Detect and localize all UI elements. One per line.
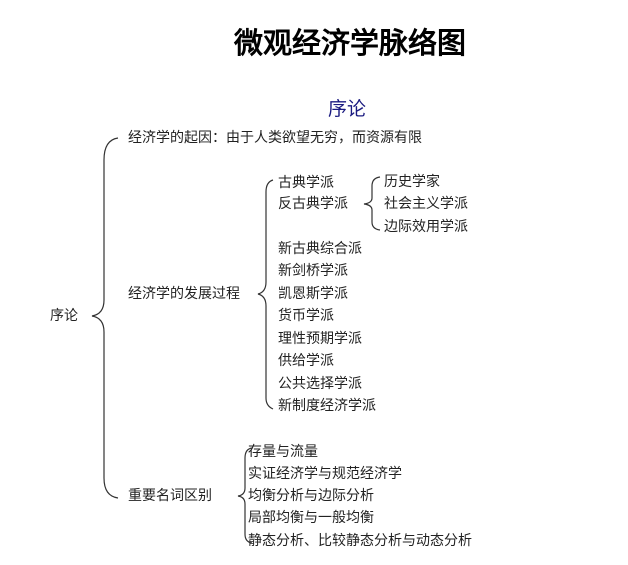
term-item: 实证经济学与规范经济学: [248, 466, 402, 482]
term-item: 静态分析、比较静态分析与动态分析: [248, 533, 472, 549]
anti-classical-brace: [363, 176, 381, 231]
page-title: 微观经济学脉络图: [233, 26, 466, 60]
school-item: 凯恩斯学派: [278, 286, 348, 302]
development-brace: [257, 179, 274, 410]
school-item: 理性预期学派: [278, 331, 362, 347]
origin-text: 经济学的起因：由于人类欲望无穷，而资源有限: [128, 130, 422, 146]
anti-classical-school: 反古典学派: [278, 196, 348, 212]
classical-school: 古典学派: [278, 175, 334, 191]
school-item: 新剑桥学派: [278, 263, 348, 279]
term-item: 局部均衡与一般均衡: [248, 510, 374, 526]
terms-label: 重要名词区别: [128, 488, 212, 504]
terms-brace: [237, 447, 253, 544]
sub-school: 社会主义学派: [384, 196, 468, 212]
school-item: 新古典综合派: [278, 241, 362, 257]
sub-school: 历史学家: [384, 174, 440, 190]
school-item: 新制度经济学派: [278, 398, 376, 414]
section-heading: 序论: [328, 98, 367, 120]
term-item: 均衡分析与边际分析: [248, 488, 374, 504]
root-brace: [91, 137, 119, 499]
term-item: 存量与流量: [248, 444, 318, 460]
root-label: 序论: [50, 308, 78, 324]
school-item: 货币学派: [278, 308, 334, 324]
sub-school: 边际效用学派: [384, 219, 468, 235]
school-item: 公共选择学派: [278, 376, 362, 392]
school-item: 供给学派: [278, 353, 334, 369]
development-label: 经济学的发展过程: [128, 286, 240, 302]
